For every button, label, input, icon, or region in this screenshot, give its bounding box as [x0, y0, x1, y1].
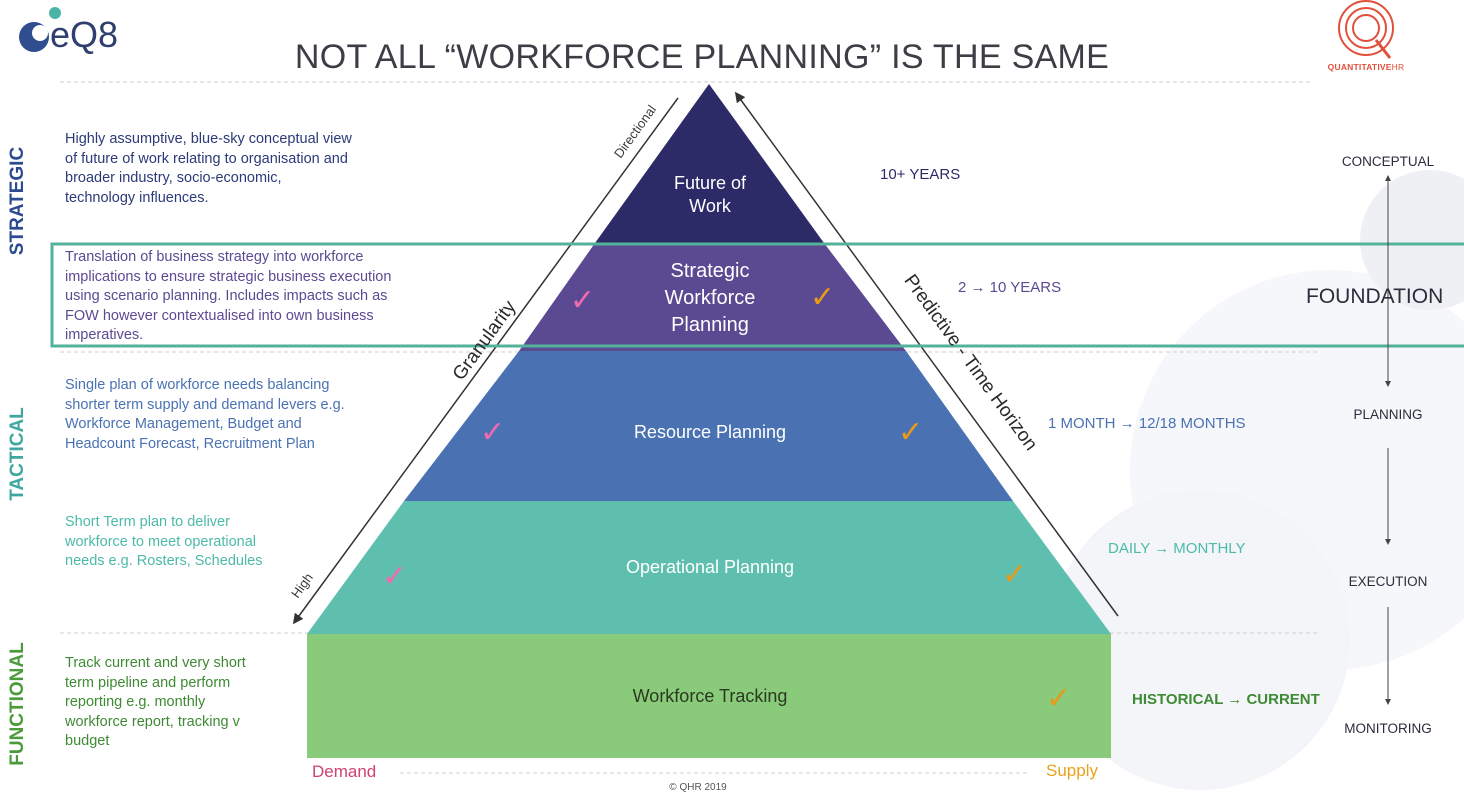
granularity-arrow — [292, 97, 679, 625]
demand-check-resource: ✓ — [480, 416, 506, 449]
stage-conceptual: CONCEPTUAL — [1341, 154, 1435, 169]
horizon-resource-planning: 1 MONTH → 12/18 MONTHS — [1048, 415, 1246, 432]
quantitative-logo-text: QUANTITATIVE — [1327, 62, 1392, 72]
hr-logo-text: HR — [1391, 62, 1405, 72]
quantitative-hr-logo: QUANTITATIVEHR — [1306, 0, 1426, 80]
pyramid-level-operational-planning — [307, 501, 1111, 634]
eq8-logo-text: eQ8 — [50, 14, 119, 55]
pyramid-level-future-of-work — [595, 84, 824, 243]
foundation-label: FOUNDATION — [1306, 285, 1444, 308]
supply-label: Supply — [1046, 761, 1098, 780]
description-workforce-tracking: Track current and very short term pipeli… — [65, 655, 246, 749]
description-future-of-work: Highly assumptive, blue-sky conceptual v… — [65, 131, 352, 206]
level-label-resource-planning: Resource Planning — [633, 422, 787, 442]
horizon-future-of-work: 10+ YEARS — [880, 166, 961, 183]
pyramid-level-strategic-workforce-planning — [519, 243, 906, 351]
description-resource-planning: Single plan of workforce needs balancing… — [65, 377, 345, 452]
demand-check-strategic: ✓ — [570, 284, 596, 317]
level-label-operational-planning: Operational Planning — [625, 557, 795, 577]
supply-check-operational: ✓ — [1002, 558, 1028, 591]
page-title: NOT ALL “WORKFORCE PLANNING” IS THE SAME — [294, 38, 1110, 76]
supply-check-tracking: ✓ — [1046, 682, 1072, 715]
pyramid-level-resource-planning — [404, 351, 1013, 501]
supply-check-strategic: ✓ — [810, 281, 836, 314]
supply-check-resource: ✓ — [898, 416, 924, 449]
horizon-workforce-tracking: HISTORICAL → CURRENT — [1132, 691, 1320, 708]
demand-check-operational: ✓ — [382, 560, 408, 593]
predictive-arrow — [734, 91, 1119, 617]
foundation-highlight-box — [50, 242, 1464, 348]
demand-label: Demand — [312, 762, 377, 781]
stage-execution: EXECUTION — [1348, 574, 1428, 589]
pyramid-level-workforce-tracking — [307, 634, 1111, 758]
description-strategic-workforce-planning: Translation of business strategy into wo… — [65, 249, 392, 343]
stage-monitoring: MONITORING — [1344, 721, 1432, 736]
level-label-workforce-tracking: Workforce Tracking — [632, 686, 788, 706]
stage-planning: PLANNING — [1353, 407, 1423, 422]
eq8-logo: eQ8 — [12, 4, 162, 59]
copyright-footer: © QHR 2019 — [669, 782, 727, 793]
horizon-operational-planning: DAILY → MONTHLY — [1108, 540, 1246, 557]
horizon-strategic-workforce-planning: 2 → 10 YEARS — [958, 279, 1062, 296]
description-operational-planning: Short Term plan to deliver workforce to … — [65, 514, 263, 569]
